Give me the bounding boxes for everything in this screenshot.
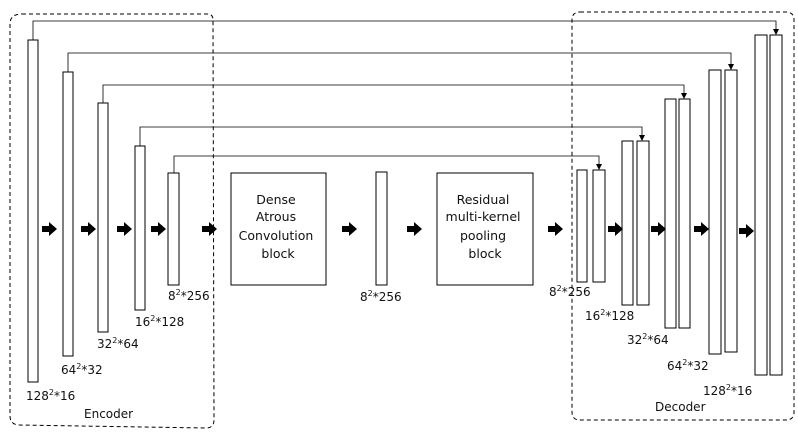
flow-arrow-12: [739, 224, 754, 238]
flow-arrow-7: [407, 222, 422, 236]
flow-arrow-11: [694, 222, 709, 236]
encoder-layer-4-label: 162*128: [135, 314, 184, 329]
decoder-layer-3-label: 322*64: [627, 332, 669, 347]
encoder-layer-3-label: 322*64: [97, 336, 139, 351]
encoder-layer-4-bar: [134, 145, 146, 311]
middle-layer-label: 82*256: [360, 289, 402, 304]
middle-layer-bar: [375, 171, 388, 286]
encoder-layer-1-bar: [27, 39, 39, 383]
decoder-layer-1-bar-b: [592, 169, 606, 283]
flow-arrow-4: [151, 222, 166, 236]
encoder-layer-5-bar: [167, 172, 180, 286]
decoder-layer-1-bar-a: [576, 169, 588, 283]
flow-arrow-2: [81, 222, 96, 236]
skip-connection-4: [139, 126, 645, 146]
decoder-layer-3-bar-a: [664, 98, 677, 329]
decoder-layer-5-bar-a: [754, 34, 768, 376]
decoder-layer-4-bar-b: [724, 69, 738, 353]
skip-connection-1: [32, 20, 779, 40]
residual-multi-kernel-pooling-block: [436, 172, 534, 286]
encoder-layer-2-label: 642*32: [61, 362, 103, 377]
flow-arrow-10: [651, 222, 666, 236]
encoder-region: [9, 13, 215, 429]
skip-connection-5: [173, 155, 602, 173]
encoder-layer-3-bar: [97, 102, 109, 333]
residual-block-text: Residual multi-kernel pooling block: [446, 192, 525, 261]
decoder-layer-3-bar-b: [678, 98, 691, 329]
flow-arrow-9: [608, 222, 623, 236]
dense-atrous-convolution-block: [230, 172, 327, 286]
flow-arrow-5: [202, 222, 217, 236]
flow-arrow-3: [117, 222, 132, 236]
skip-connection-3: [102, 84, 687, 103]
flow-arrow-1: [42, 222, 57, 236]
dense-block-text: Dense Atrous Convolution block: [239, 192, 318, 261]
decoder-layer-4-bar-a: [708, 69, 722, 355]
flow-arrow-6: [342, 222, 357, 236]
encoder-layer-1-label: 1282*16: [26, 388, 75, 403]
encoder-layer-2-bar: [62, 71, 74, 357]
decoder-layer-5-bar-b: [769, 34, 783, 376]
decoder-layer-5-label: 1282*16: [703, 383, 752, 398]
encoder-layer-5-label: 82*256: [168, 288, 210, 303]
decoder-title: Decoder: [655, 400, 706, 414]
flow-arrow-8: [548, 222, 563, 236]
skip-connection-2: [67, 52, 734, 72]
decoder-layer-4-label: 642*32: [667, 358, 709, 373]
encoder-title: Encoder: [84, 407, 133, 421]
decoder-layer-2-bar-a: [621, 140, 634, 306]
flow-arrows: [42, 222, 754, 238]
decoder-layer-2-label: 162*128: [585, 308, 634, 323]
decoder-region: [571, 11, 795, 421]
decoder-layer-2-bar-b: [636, 140, 650, 306]
decoder-layer-1-label: 82*256: [549, 284, 591, 299]
